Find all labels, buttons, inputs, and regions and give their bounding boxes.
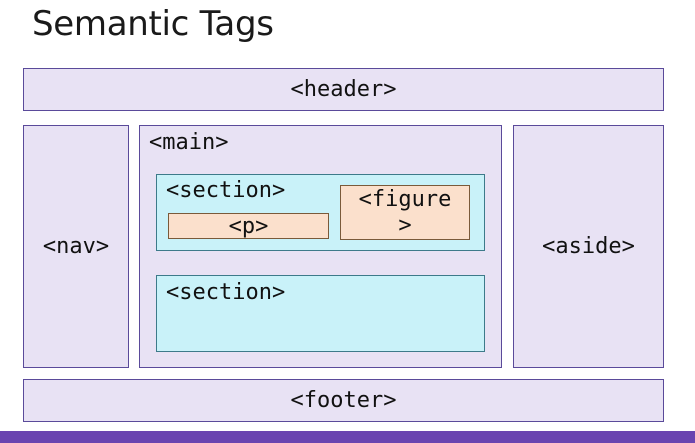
main-label: <main> [149, 130, 229, 155]
header-block: <header> [23, 68, 664, 111]
nav-label: <nav> [42, 234, 110, 259]
accent-bar [0, 431, 695, 443]
slide-title: Semantic Tags [32, 4, 274, 44]
footer-block: <footer> [23, 379, 664, 422]
section-label-1: <section> [166, 178, 286, 203]
p-block: <p> [168, 213, 329, 239]
section-block-2: <section> [156, 275, 485, 352]
figure-block: <figure > [340, 185, 470, 240]
aside-label: <aside> [542, 234, 635, 259]
figure-label-line2: > [398, 212, 412, 238]
aside-block: <aside> [513, 125, 664, 368]
footer-label: <footer> [290, 388, 397, 413]
figure-label-line1: <figure [358, 186, 452, 212]
nav-block: <nav> [23, 125, 129, 368]
p-label: <p> [228, 213, 269, 239]
header-label: <header> [290, 77, 397, 102]
section-label-2: <section> [166, 280, 286, 305]
